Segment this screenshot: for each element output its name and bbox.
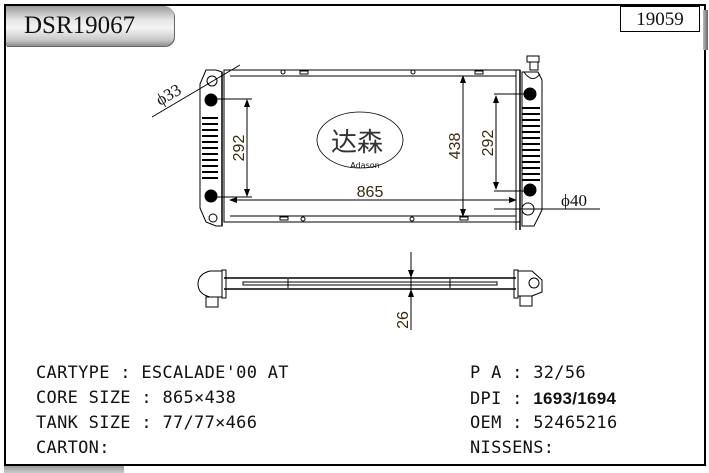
dim-core-height: 438: [447, 133, 464, 160]
part-number-tab: DSR19067: [6, 6, 174, 46]
inlet-leader-line: [151, 64, 241, 118]
spec-sep: :: [109, 363, 142, 383]
reference-number: 19059: [636, 9, 684, 30]
frame-shadow: [703, 10, 708, 50]
left-inlet: [206, 75, 218, 87]
dimension-left-292: [216, 98, 252, 198]
spec-sep: :: [543, 438, 555, 458]
spec-row-cartype: CARTYPE : ESCALADE'00 AT: [36, 361, 289, 386]
top-view: [197, 269, 543, 308]
logo-chinese: 达森: [331, 128, 383, 158]
spec-row-tank-size: TANK SIZE : 77/77×466: [36, 411, 289, 436]
top-left-tank: [197, 270, 223, 298]
adason-logo: 达森 Adason: [316, 111, 404, 170]
spec-value: 32/56: [533, 363, 586, 383]
spec-sep: :: [501, 363, 534, 383]
dim-outlet-diameter: ϕ40: [561, 191, 587, 210]
dim-right-hole-spacing: 292: [480, 130, 497, 157]
spec-value: 865×438: [162, 388, 237, 408]
front-view: [199, 55, 543, 230]
specs-right: P A : 32/56 DPI : 1693/1694 OEM : 524652…: [470, 361, 618, 461]
spec-value: 52465216: [533, 413, 618, 433]
spec-label: CARTYPE: [36, 363, 110, 383]
spec-value: ESCALADE'00 AT: [141, 363, 289, 383]
spec-sep: :: [501, 413, 534, 433]
spec-row-dpi: DPI : 1693/1694: [470, 386, 618, 411]
part-number: DSR19067: [24, 12, 136, 39]
specs-left: CARTYPE : ESCALADE'00 AT CORE SIZE : 865…: [36, 361, 289, 461]
dim-left-hole-spacing: 292: [231, 135, 248, 162]
spec-row-core-size: CORE SIZE : 865×438: [36, 386, 289, 411]
spec-label: NISSENS: [470, 438, 544, 458]
reference-number-box: 19059: [620, 6, 700, 32]
top-right-tank: [517, 270, 543, 297]
spec-sep: :: [99, 438, 110, 458]
spec-row-oem: OEM : 52465216: [470, 411, 618, 436]
spec-sep: :: [130, 413, 163, 433]
right-tank: [521, 71, 543, 227]
spec-label: OEM: [470, 413, 502, 433]
left-tank: [199, 69, 223, 227]
spec-value: 1693/1694: [533, 389, 617, 408]
spec-label: TANK SIZE: [36, 413, 131, 433]
spec-label: DPI: [470, 389, 502, 409]
spec-sep: :: [130, 388, 163, 408]
logo-brand: Adason: [350, 161, 379, 170]
spec-row-carton: CARTON:: [36, 436, 289, 461]
frame-shadow-bottom: [4, 466, 124, 473]
dim-core-thickness: 26: [395, 311, 412, 329]
spec-sep: :: [501, 389, 534, 409]
spec-label: CORE SIZE: [36, 388, 131, 408]
spec-row-nissens: NISSENS:: [470, 436, 618, 461]
drawing-frame: [4, 4, 706, 466]
spec-row-pa: P A : 32/56: [470, 361, 618, 386]
dim-core-width: 865: [357, 184, 384, 201]
spec-value: 77/77×466: [162, 413, 258, 433]
dimension-right-292: [493, 93, 528, 192]
spec-label: P A: [470, 363, 502, 383]
dim-inlet-diameter: ϕ33: [153, 80, 185, 109]
spec-label: CARTON: [36, 438, 100, 458]
